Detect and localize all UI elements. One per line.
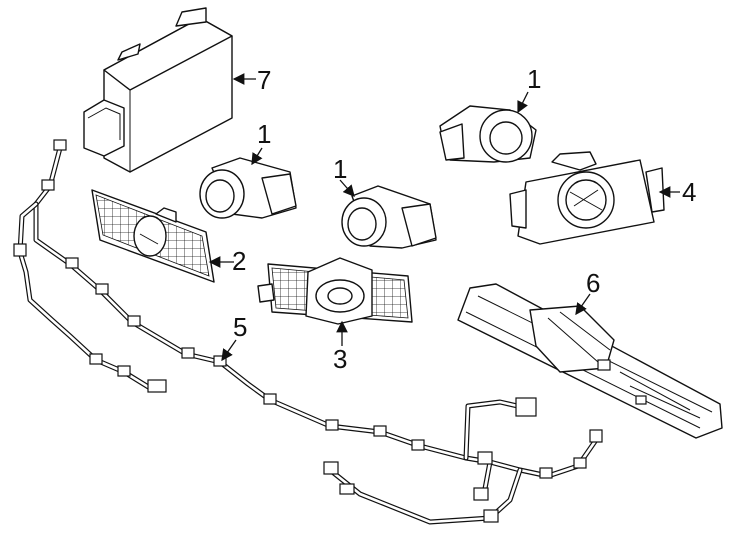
callout-5: 5 [233,312,247,342]
callout-3: 3 [333,344,347,374]
callout-7: 7 [257,65,271,95]
callout-1a: 1 [257,119,271,149]
control-module-part-7 [83,7,233,173]
sensor-bracket-part-3 [257,257,413,325]
parking-sensor-part-1b [341,185,437,249]
callout-arrows [208,73,680,362]
callout-1c: 1 [527,64,541,94]
parking-sensor-part-1c [439,105,537,163]
callout-6: 6 [586,268,600,298]
sensor-bracket-part-2 [91,189,215,283]
parking-sensor-part-1a [199,157,297,219]
callout-2: 2 [232,246,246,276]
bracket-assembly-part-6 [457,283,723,439]
callout-4: 4 [682,177,696,207]
wiring-harness-part-5 [13,139,603,525]
callout-1b: 1 [333,154,347,184]
sensor-housing-part-4 [509,151,665,245]
